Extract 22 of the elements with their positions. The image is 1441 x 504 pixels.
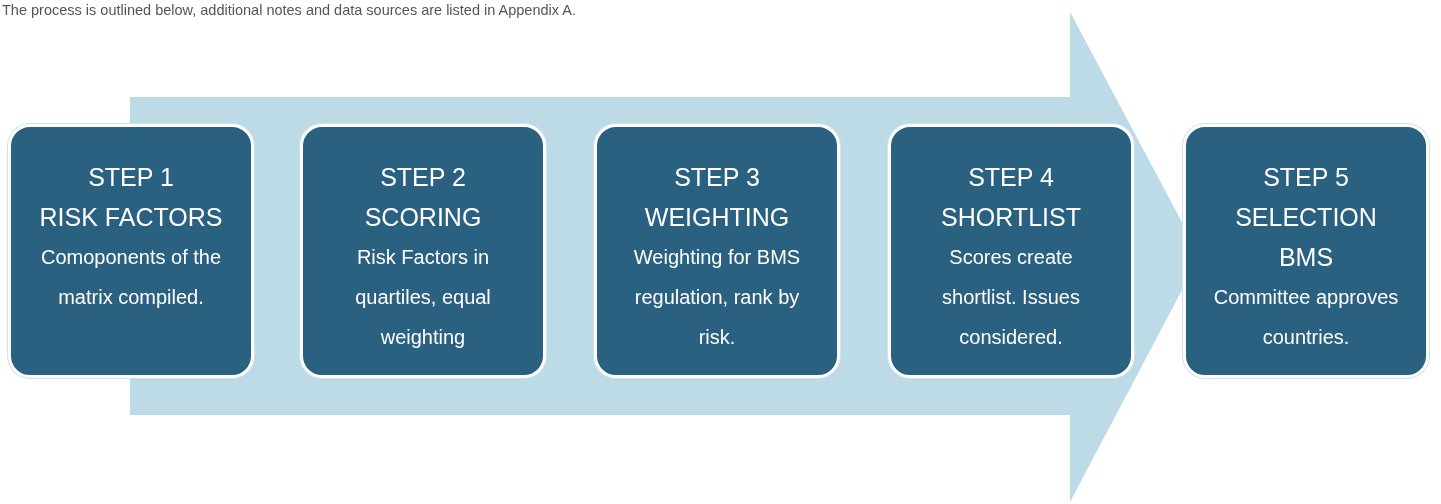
step-box (300, 124, 546, 378)
step-heading: BMS (1278, 242, 1334, 273)
step-description: Scores create shortlist. Issues considered. (941, 245, 1081, 350)
step-heading: SELECTION (1235, 202, 1377, 233)
step-description: Weighting for BMS regulation, rank by risk. (632, 245, 802, 350)
step-heading: STEP 3 (674, 162, 760, 193)
step-box (888, 124, 1134, 378)
step-heading: STEP 4 (968, 162, 1054, 193)
step-description: Comoponents of the matrix compiled. (39, 245, 223, 310)
step-heading: RISK FACTORS (39, 202, 223, 233)
step-heading: SCORING (364, 202, 482, 233)
step-heading: STEP 5 (1263, 162, 1349, 193)
note-text: The process is outlined below, additional notes and data sources are listed in Appendix A. (2, 2, 576, 18)
step-description: Risk Factors in quartiles, equal weighting (354, 245, 492, 350)
step-heading: SHORTLIST (941, 202, 1081, 233)
step-box (594, 124, 840, 378)
step-box (8, 124, 254, 378)
step-heading: WEIGHTING (644, 202, 790, 233)
step-description: Committee approves countries. (1212, 285, 1400, 350)
step-heading: STEP 2 (380, 162, 466, 193)
step-heading: STEP 1 (88, 162, 174, 193)
step-box (1183, 124, 1429, 378)
